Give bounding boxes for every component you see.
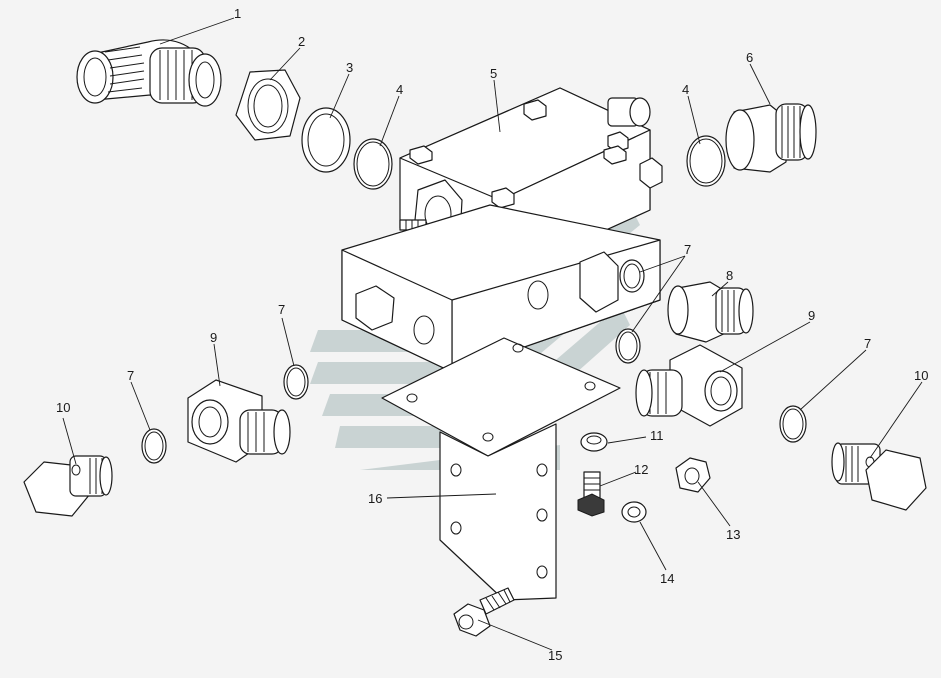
callout-10-right: 10	[914, 368, 928, 383]
part-12-bolt	[577, 471, 605, 517]
part-10-banjo-bolt-right	[831, 442, 927, 511]
part-7-o-ring-right	[779, 405, 807, 443]
part-8-adapter	[667, 281, 754, 343]
part-6-straight-fitting	[725, 103, 817, 173]
part-14-washer	[621, 501, 647, 523]
part-11-spring-washer	[580, 432, 608, 452]
callout-16: 16	[368, 491, 382, 506]
callout-4-left: 4	[396, 82, 403, 97]
part-16-bracket	[381, 337, 621, 601]
part-2-hex-nut	[235, 69, 301, 141]
leader-lines	[62, 17, 923, 651]
part-5-lower-block	[341, 204, 661, 373]
callout-6: 6	[746, 50, 753, 65]
callout-14: 14	[660, 571, 674, 586]
callout-13: 13	[726, 527, 740, 542]
part-9-fitting-right	[635, 344, 743, 427]
callout-7-right: 7	[864, 336, 871, 351]
callout-4-right: 4	[682, 82, 689, 97]
callout-7-center: 7	[278, 302, 285, 317]
callout-11: 11	[650, 428, 664, 443]
callout-8: 8	[726, 268, 733, 283]
part-7-o-ring-center	[283, 364, 309, 400]
callout-5: 5	[490, 66, 497, 81]
callout-labels: 1 2 3 4 4 5 6 7 7 7 7 8 9 9 10 10 11 12 …	[56, 6, 928, 663]
callout-12: 12	[634, 462, 648, 477]
part-4-o-ring-left	[353, 138, 393, 190]
part-1-elbow-fitting	[76, 39, 222, 107]
part-7-o-ring-left	[141, 428, 167, 464]
part-3-washer	[301, 107, 351, 173]
callout-2: 2	[298, 34, 305, 49]
callout-9-left: 9	[210, 330, 217, 345]
callout-10-left: 10	[56, 400, 70, 415]
part-7-o-ring-block	[615, 328, 641, 364]
part-10-banjo-bolt-left	[23, 455, 113, 517]
callout-9-right: 9	[808, 308, 815, 323]
callout-3: 3	[346, 60, 353, 75]
part-4-o-ring-right	[686, 135, 726, 187]
callout-7-block: 7	[684, 242, 691, 257]
part-15-bolt	[453, 587, 515, 637]
callout-15: 15	[548, 648, 562, 663]
part-9-fitting-left	[187, 379, 291, 463]
callout-1: 1	[234, 6, 241, 21]
part-13-nut	[675, 457, 711, 493]
callout-7-left: 7	[127, 368, 134, 383]
